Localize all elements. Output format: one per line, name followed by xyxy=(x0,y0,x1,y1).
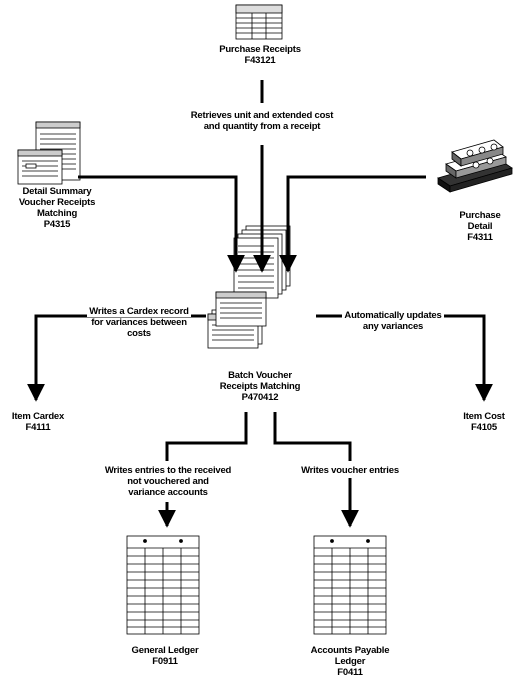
item-cardex-name: Item Cardex xyxy=(11,411,65,422)
purchase-detail-line2: Detail xyxy=(467,221,493,232)
batch-voucher-code: P470412 xyxy=(241,392,279,403)
detail-summary-line1: Detail Summary xyxy=(22,186,92,197)
purchase-detail-code: F4311 xyxy=(467,232,493,243)
item-cost-label: Item Cost F4105 xyxy=(444,411,524,433)
purchase-receipts-label: Purchase Receipts F43121 xyxy=(180,44,340,66)
annotation-writes-gl: Writes entries to the received not vouch… xyxy=(78,465,258,498)
annotation-writes-gl-line2: not vouchered and xyxy=(127,476,209,487)
annotation-auto-updates-line2: any variances xyxy=(362,321,424,332)
detail-summary-code: P4315 xyxy=(43,219,71,230)
annotation-writes-cardex: Writes a Cardex record for variances bet… xyxy=(58,306,220,339)
ap-ledger-line1: Accounts Payable xyxy=(310,645,390,656)
general-ledger-name: General Ledger xyxy=(131,645,199,656)
ap-ledger-code: F0411 xyxy=(337,667,363,678)
annotation-writes-cardex-line3: costs xyxy=(127,328,151,339)
detail-summary-line2: Voucher Receipts xyxy=(18,197,96,208)
annotation-writes-voucher-line1: Writes voucher entries xyxy=(301,465,399,476)
purchase-receipts-form-icon xyxy=(235,4,283,40)
annotation-writes-cardex-line1: Writes a Cardex record xyxy=(87,306,191,317)
arrow-detailsummary-batch xyxy=(78,175,245,273)
item-cost-code: F4105 xyxy=(471,422,497,433)
batch-voucher-line2: Receipts Matching xyxy=(219,381,301,392)
purchase-receipts-name: Purchase Receipts xyxy=(219,44,301,55)
general-ledger-document-icon xyxy=(126,535,200,635)
batch-voucher-label: Batch Voucher Receipts Matching P470412 xyxy=(195,370,325,403)
connector-batch-ap xyxy=(273,412,352,461)
purchase-detail-label: Purchase Detail F4311 xyxy=(445,210,515,243)
batch-voucher-documents-icon xyxy=(207,225,291,349)
detail-summary-label: Detail Summary Voucher Receipts Matching… xyxy=(2,186,112,230)
ap-ledger-label: Accounts Payable Ledger F0411 xyxy=(290,645,410,678)
annotation-writes-gl-line3: variance accounts xyxy=(128,487,208,498)
annotation-auto-updates-line1: Automatically updates xyxy=(342,310,444,321)
annotation-retrieves-line2: and quantity from a receipt xyxy=(203,121,321,132)
purchase-detail-line1: Purchase xyxy=(459,210,501,221)
item-cost-name: Item Cost xyxy=(463,411,505,422)
general-ledger-code: F0911 xyxy=(152,656,178,667)
annotation-auto-updates: Automatically updates any variances xyxy=(318,310,468,332)
item-cardex-code: F4111 xyxy=(25,422,51,433)
batch-voucher-line1: Batch Voucher xyxy=(228,370,292,381)
connector-batch-gl xyxy=(165,412,248,461)
annotation-writes-voucher: Writes voucher entries xyxy=(285,465,415,476)
detail-summary-line3: Matching xyxy=(36,208,78,219)
annotation-writes-gl-line1: Writes entries to the received xyxy=(104,465,232,476)
arrow-purchasedetail-batch xyxy=(279,175,426,273)
purchase-receipts-code: F43121 xyxy=(244,55,276,66)
annotation-retrieves: Retrieves unit and extended cost and qua… xyxy=(140,110,384,132)
annotation-retrieves-line1: Retrieves unit and extended cost xyxy=(190,110,334,121)
detail-summary-screens-icon xyxy=(17,121,81,185)
ap-ledger-document-icon xyxy=(313,535,387,635)
item-cardex-label: Item Cardex F4111 xyxy=(0,411,76,433)
general-ledger-label: General Ledger F0911 xyxy=(110,645,220,667)
ap-ledger-line2: Ledger xyxy=(334,656,366,667)
annotation-writes-cardex-line2: for variances between xyxy=(91,317,187,328)
purchase-detail-money-icon xyxy=(437,139,513,193)
